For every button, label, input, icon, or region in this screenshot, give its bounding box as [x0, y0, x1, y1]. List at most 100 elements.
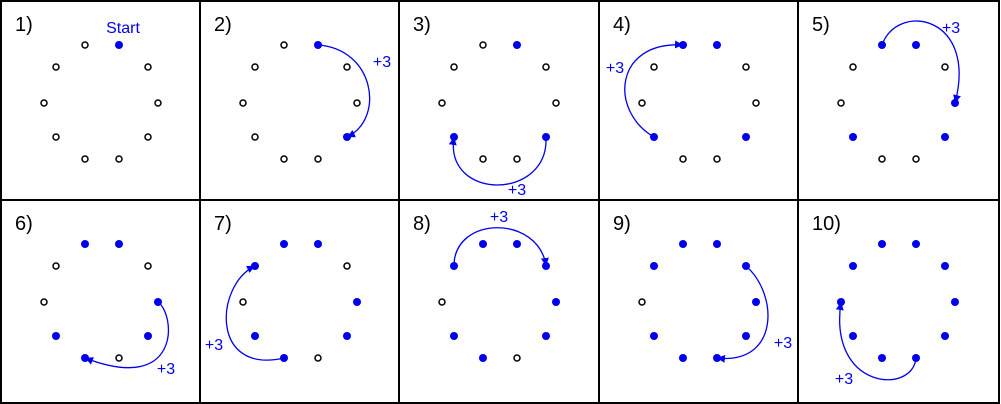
panel-5: 5) +3 [797, 0, 1000, 201]
step-note: +3 [942, 20, 960, 37]
step-note: +3 [157, 361, 175, 378]
filled-dot [912, 41, 920, 49]
panel-border [797, 199, 1000, 404]
panel-2: 2)+3 [199, 0, 400, 201]
filled-dot [479, 354, 487, 362]
filled-dot [144, 332, 152, 340]
empty-dot [314, 155, 322, 163]
empty-dot [742, 63, 750, 71]
filled-dot [742, 133, 750, 141]
filled-dot [941, 262, 949, 270]
empty-dot [650, 63, 658, 71]
empty-dot [941, 63, 949, 71]
empty-dot [679, 155, 687, 163]
filled-dot [650, 262, 658, 270]
filled-dot [849, 332, 857, 340]
empty-dot [343, 63, 351, 71]
filled-dot [849, 133, 857, 141]
empty-dot [144, 262, 152, 270]
step-note: +3 [774, 335, 792, 352]
panel-label: 8) [413, 213, 431, 235]
empty-dot [52, 133, 60, 141]
empty-dot [513, 354, 521, 362]
empty-dot [438, 298, 446, 306]
panel-label: 9) [613, 213, 631, 235]
empty-dot [144, 63, 152, 71]
empty-dot [552, 99, 560, 107]
step-note: +3 [490, 209, 508, 226]
step-arrow [84, 301, 170, 369]
empty-dot [343, 262, 351, 270]
filled-dot [849, 262, 857, 270]
empty-dot [479, 41, 487, 49]
step-note: +3 [835, 371, 853, 388]
filled-dot [314, 240, 322, 248]
empty-dot [752, 99, 760, 107]
panel-7: 7) +3 [199, 199, 400, 404]
panel-label: 10) [812, 213, 841, 235]
empty-dot [479, 155, 487, 163]
filled-dot [679, 240, 687, 248]
empty-dot [450, 63, 458, 71]
empty-dot [713, 155, 721, 163]
empty-dot [638, 298, 646, 306]
empty-dot [638, 99, 646, 107]
step-arrow [716, 265, 769, 363]
filled-dot [951, 298, 959, 306]
panel-8: 8) +3 [398, 199, 600, 404]
panel-label: 7) [214, 213, 232, 235]
step-arrow [835, 301, 917, 381]
step-arrow [448, 136, 547, 186]
empty-dot [353, 99, 361, 107]
panel-label: 4) [613, 14, 631, 36]
filled-dot [941, 133, 949, 141]
step-arrow [317, 44, 371, 138]
start-note: Start [106, 20, 140, 37]
step-note: +3 [205, 337, 223, 354]
step-note: +3 [606, 60, 624, 77]
empty-dot [438, 99, 446, 107]
filled-dot [353, 298, 361, 306]
filled-dot [752, 298, 760, 306]
empty-dot [239, 99, 247, 107]
empty-dot [912, 155, 920, 163]
filled-dot [878, 240, 886, 248]
filled-dot [280, 240, 288, 248]
filled-dot [450, 332, 458, 340]
empty-dot [878, 155, 886, 163]
empty-dot [837, 99, 845, 107]
empty-dot [144, 133, 152, 141]
filled-dot [679, 354, 687, 362]
panel-1: 1) Start [0, 0, 201, 201]
panel-label: 1) [15, 14, 33, 36]
filled-dot [513, 240, 521, 248]
empty-dot [40, 298, 48, 306]
empty-dot [280, 155, 288, 163]
panel-label: 6) [15, 213, 33, 235]
step-note: +3 [508, 182, 526, 199]
filled-dot [713, 240, 721, 248]
panel-9: 9) +3 [598, 199, 799, 404]
step-arrow [453, 227, 549, 267]
empty-dot [52, 262, 60, 270]
filled-dot [343, 332, 351, 340]
empty-dot [280, 41, 288, 49]
filled-dot [115, 41, 123, 49]
panel-4: 4) +3 [598, 0, 799, 201]
filled-dot [52, 332, 60, 340]
empty-dot [52, 63, 60, 71]
empty-dot [115, 155, 123, 163]
empty-dot [513, 155, 521, 163]
panel-label: 5) [812, 14, 830, 36]
filled-dot [251, 332, 259, 340]
filled-dot [912, 240, 920, 248]
filled-dot [115, 240, 123, 248]
empty-dot [81, 41, 89, 49]
step-arrow [624, 40, 684, 138]
empty-dot [239, 298, 247, 306]
filled-dot [81, 240, 89, 248]
empty-dot [154, 99, 162, 107]
filled-dot [878, 354, 886, 362]
empty-dot [251, 133, 259, 141]
filled-dot [542, 332, 550, 340]
